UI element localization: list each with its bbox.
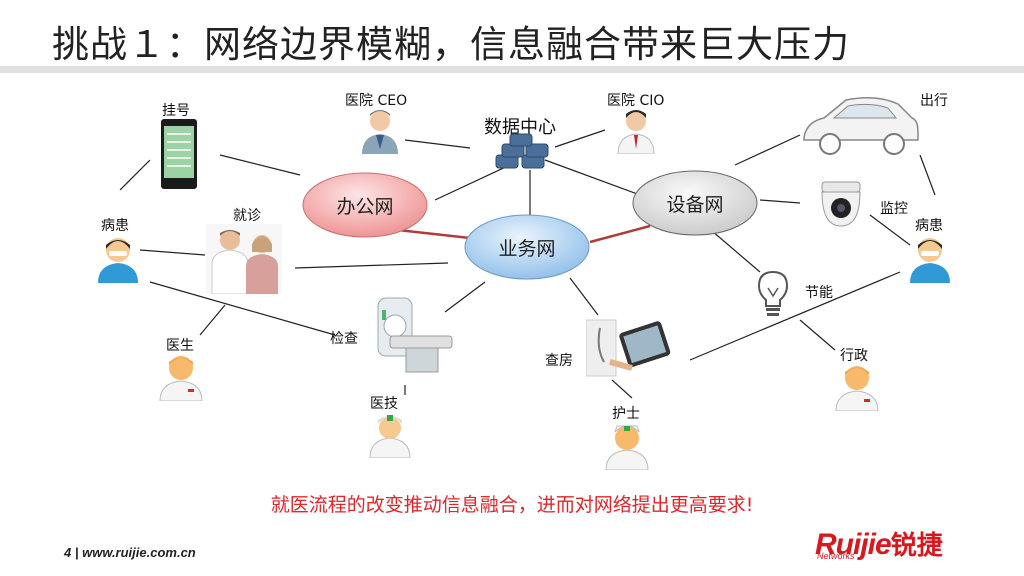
logo-cn-text: 锐捷 — [890, 530, 943, 560]
doctor-person-icon — [159, 356, 203, 401]
ceo-label: 医院 CEO — [345, 93, 408, 109]
patient-person-icon — [98, 238, 138, 283]
cio-label: 医院 CIO — [607, 93, 665, 109]
visit-label: 就诊 — [233, 208, 261, 224]
patient-right-label: 病患 — [915, 218, 943, 234]
monitor-label: 监控 — [880, 201, 908, 217]
ceo-person-icon — [362, 110, 398, 154]
nurse-person-icon — [605, 425, 649, 470]
doctor-label: 医生 — [166, 338, 194, 354]
server-stack-icon — [495, 133, 549, 169]
business-network-ellipse — [464, 214, 590, 280]
ct-scanner-icon — [377, 297, 453, 373]
doctor-consultation-icon — [206, 224, 282, 294]
nurse-label: 护士 — [612, 406, 640, 422]
business-network-label: 业务网 — [498, 237, 556, 260]
patient-left-label: 病患 — [101, 218, 129, 234]
device-network-label: 设备网 — [666, 193, 724, 216]
ruijie-logo: Ruijie锐捷 Networks — [815, 525, 943, 562]
travel-label: 出行 — [920, 93, 948, 109]
register-label: 挂号 — [162, 103, 190, 119]
office-network-label: 办公网 — [336, 195, 394, 218]
admin-person-icon — [835, 366, 879, 411]
cio-person-icon — [617, 110, 655, 154]
security-camera-icon — [821, 181, 861, 227]
logo-brand-text: Ruijie — [815, 528, 892, 561]
patient-right-person-icon — [910, 238, 950, 283]
title-divider — [0, 66, 1024, 73]
summary-statement: 就医流程的改变推动信息融合，进而对网络提出更高要求! — [270, 494, 754, 516]
car-icon — [803, 97, 919, 155]
page-title: 挑战１：网络边界模糊，信息融合带来巨大压力 — [52, 23, 850, 66]
medical-tech-person-icon — [369, 415, 411, 458]
admin-label: 行政 — [840, 348, 868, 364]
logo-networks-text: Networks — [817, 551, 855, 561]
office-network-ellipse — [302, 172, 428, 238]
tablet-rounds-icon — [586, 319, 671, 377]
exam-label: 检查 — [330, 331, 358, 347]
device-network-ellipse — [632, 170, 758, 236]
mobile-phone-icon — [161, 119, 197, 189]
rounds-label: 查房 — [545, 353, 573, 369]
energy-label: 节能 — [805, 285, 833, 301]
footer-page-url[interactable]: 4 | www.ruijie.com.cn — [64, 545, 196, 560]
datacenter-label: 数据中心 — [484, 117, 556, 138]
tech-label: 医技 — [370, 396, 398, 412]
lightbulb-icon — [757, 270, 789, 316]
